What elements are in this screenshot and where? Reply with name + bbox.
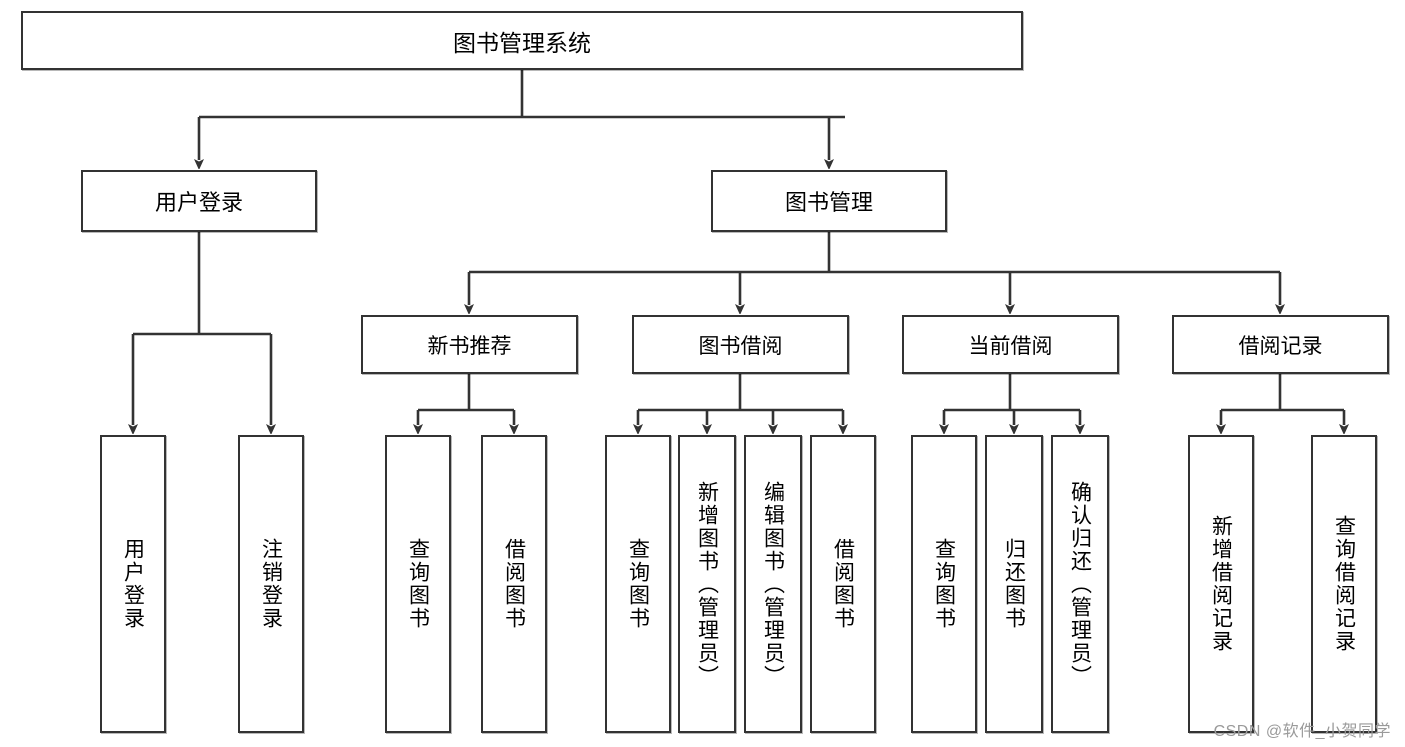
node-root[interactable]: 图书管理系统 (21, 11, 1023, 70)
node-leaf-logout-label: 注销登录 (259, 538, 283, 630)
edge-bookborrow-to-leaves (638, 374, 843, 425)
node-leaf-borrow-book-1[interactable]: 借阅图书 (481, 435, 547, 733)
node-user-login[interactable]: 用户登录 (81, 170, 317, 232)
node-leaf-add-book-label: 新增图书（管理员） (695, 480, 719, 688)
edge-currentborrow-to-leaves (944, 374, 1080, 425)
node-book-manage[interactable]: 图书管理 (711, 170, 947, 232)
node-leaf-query-book-2[interactable]: 查询图书 (605, 435, 671, 733)
edge-userlogin-to-leaves (133, 232, 271, 425)
node-book-manage-label: 图书管理 (784, 190, 873, 215)
node-leaf-query-book-2-label: 查询图书 (626, 538, 650, 630)
node-leaf-borrow-book-1-label: 借阅图书 (502, 538, 526, 630)
node-root-label: 图书管理系统 (453, 29, 591, 56)
edge-root-to-level1 (199, 70, 845, 160)
node-leaf-confirm-return[interactable]: 确认归还（管理员） (1051, 435, 1109, 733)
node-leaf-borrow-book-2-label: 借阅图书 (831, 538, 855, 630)
node-leaf-query-book-1[interactable]: 查询图书 (385, 435, 451, 733)
node-leaf-query-book-3[interactable]: 查询图书 (911, 435, 977, 733)
edge-newbook-to-leaves (418, 374, 514, 425)
node-current-borrow-label: 当前借阅 (968, 334, 1053, 358)
node-user-login-label: 用户登录 (154, 190, 243, 215)
edge-borrowrecord-to-leaves (1221, 374, 1344, 425)
node-leaf-query-record-label: 查询借阅记录 (1332, 515, 1356, 653)
node-leaf-edit-book[interactable]: 编辑图书（管理员） (744, 435, 802, 733)
edge-bookmanage-to-level2 (469, 232, 1280, 305)
node-borrow-record-label: 借阅记录 (1238, 334, 1323, 358)
node-book-borrow[interactable]: 图书借阅 (632, 315, 849, 374)
node-new-book-rec[interactable]: 新书推荐 (361, 315, 578, 374)
node-current-borrow[interactable]: 当前借阅 (902, 315, 1119, 374)
node-new-book-rec-label: 新书推荐 (427, 334, 512, 358)
node-leaf-add-record[interactable]: 新增借阅记录 (1188, 435, 1254, 733)
watermark-text: CSDN @软件_小贺同学 (1213, 723, 1391, 740)
node-leaf-user-login-label: 用户登录 (121, 538, 145, 630)
node-leaf-query-book-1-label: 查询图书 (406, 538, 430, 630)
node-leaf-return-book-label: 归还图书 (1002, 538, 1026, 630)
node-leaf-edit-book-label: 编辑图书（管理员） (761, 480, 785, 688)
node-book-borrow-label: 图书借阅 (698, 334, 783, 358)
node-leaf-add-book[interactable]: 新增图书（管理员） (678, 435, 736, 733)
node-leaf-user-login[interactable]: 用户登录 (100, 435, 166, 733)
node-leaf-borrow-book-2[interactable]: 借阅图书 (810, 435, 876, 733)
node-leaf-query-record[interactable]: 查询借阅记录 (1311, 435, 1377, 733)
node-leaf-query-book-3-label: 查询图书 (932, 538, 956, 630)
node-leaf-return-book[interactable]: 归还图书 (985, 435, 1043, 733)
node-leaf-add-record-label: 新增借阅记录 (1209, 515, 1233, 653)
node-leaf-confirm-return-label: 确认归还（管理员） (1068, 480, 1092, 688)
node-borrow-record[interactable]: 借阅记录 (1172, 315, 1389, 374)
node-leaf-logout[interactable]: 注销登录 (238, 435, 304, 733)
